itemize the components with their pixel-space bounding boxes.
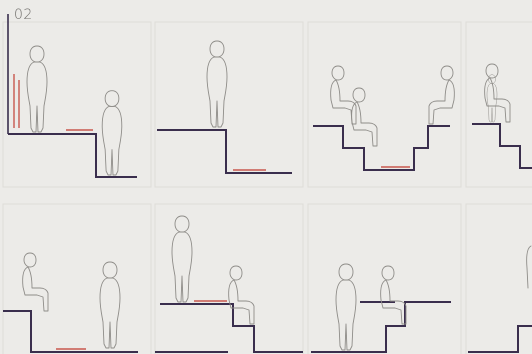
panel-2 bbox=[157, 41, 292, 173]
panel-5 bbox=[3, 253, 138, 352]
floor-steps-up bbox=[311, 302, 451, 352]
panel-8 bbox=[468, 246, 532, 352]
person-standing bbox=[27, 46, 47, 132]
floor-steps bbox=[472, 124, 532, 168]
person-sitting bbox=[352, 88, 377, 146]
person-standing bbox=[207, 41, 227, 127]
panel-3 bbox=[313, 66, 454, 170]
person-standing bbox=[336, 264, 356, 350]
person-sitting bbox=[485, 64, 510, 122]
floor-steps bbox=[160, 304, 303, 352]
accent-marks bbox=[14, 74, 19, 128]
panel-7 bbox=[311, 264, 451, 352]
floor-steps bbox=[468, 326, 532, 352]
person-sitting bbox=[331, 66, 356, 124]
panel-6 bbox=[155, 216, 303, 352]
panel-4 bbox=[472, 64, 532, 168]
person-standing bbox=[102, 91, 122, 175]
person-partial bbox=[527, 246, 531, 288]
floor-terraces bbox=[313, 126, 450, 170]
person-standing bbox=[100, 262, 120, 348]
panel-1 bbox=[8, 14, 137, 177]
person-sitting bbox=[381, 266, 406, 324]
floor-step-down bbox=[157, 130, 292, 173]
person-standing bbox=[172, 216, 192, 302]
person-sitting bbox=[429, 66, 454, 124]
person-sitting-edge bbox=[23, 253, 48, 311]
